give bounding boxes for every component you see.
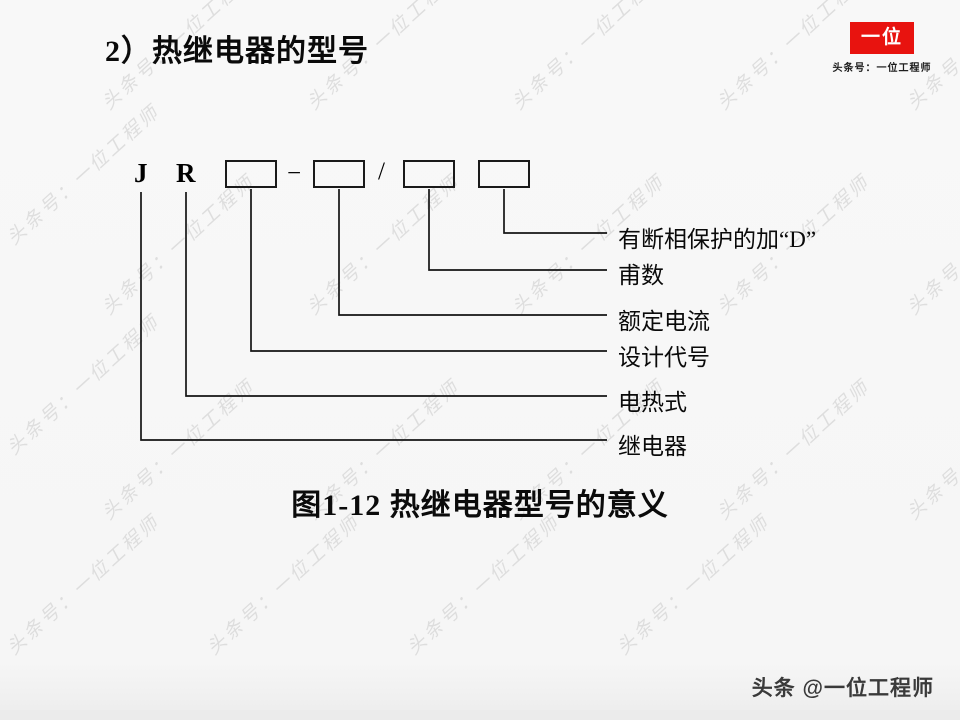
code-letter-R: R <box>176 158 196 188</box>
leader-line <box>338 189 607 316</box>
code-box <box>478 160 530 188</box>
brand-caption: 头条号：一位工程师 <box>832 63 932 74</box>
bottom-strip <box>0 710 960 720</box>
code-letter-J: J <box>134 158 148 188</box>
leader-line <box>140 192 607 441</box>
leader-label: 电热式 <box>618 390 687 415</box>
leader-line <box>250 189 607 352</box>
leader-label: 设计代号 <box>618 345 710 370</box>
brand-badge: 一位 头条号：一位工程师 <box>826 22 938 74</box>
code-box <box>313 160 365 188</box>
page-title: 2）热继电器的型号 <box>105 35 369 68</box>
leader-label: 甫数 <box>618 263 664 288</box>
leader-line <box>185 192 607 397</box>
code-separator: / <box>378 158 385 185</box>
code-separator: − <box>287 160 302 187</box>
figure-caption: 图1-12 热继电器型号的意义 <box>291 489 669 522</box>
code-box <box>225 160 277 188</box>
code-box <box>403 160 455 188</box>
leader-label: 继电器 <box>618 434 687 459</box>
leader-line <box>503 189 607 234</box>
footer-watermark: 头条 @一位工程师 <box>751 677 934 700</box>
brand-logo: 一位 <box>850 22 914 54</box>
leader-label: 额定电流 <box>618 309 710 334</box>
leader-line <box>428 189 607 271</box>
leader-label: 有断相保护的加“D” <box>618 227 817 252</box>
